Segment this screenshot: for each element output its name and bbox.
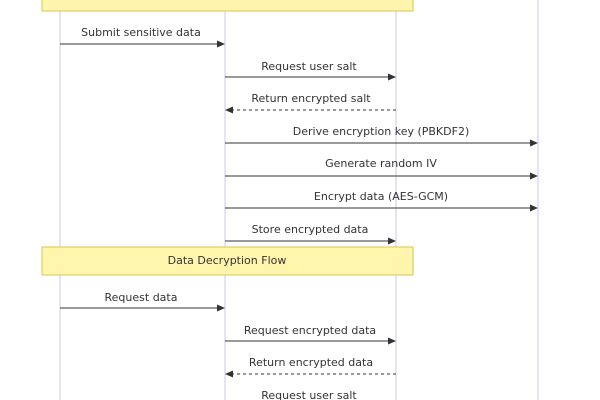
- message-label: Generate random IV: [325, 157, 437, 170]
- message-generate-random-iv: Generate random IV: [225, 157, 538, 180]
- message-derive-encryption-key: Derive encryption key (PBKDF2): [225, 125, 538, 147]
- message-label: Return encrypted salt: [251, 92, 371, 105]
- message-submit-sensitive-data: Submit sensitive data: [60, 26, 225, 48]
- message-label: Derive encryption key (PBKDF2): [293, 125, 469, 138]
- message-label: Encrypt data (AES-GCM): [314, 190, 448, 203]
- message-request-user-salt-2: Request user salt: [261, 389, 357, 400]
- message-store-encrypted-data: Store encrypted data: [225, 223, 396, 245]
- message-label: Submit sensitive data: [81, 26, 201, 39]
- message-return-encrypted-salt: Return encrypted salt: [225, 92, 396, 114]
- note-encryption-flow: [41, 0, 414, 12]
- message-label: Return encrypted data: [249, 356, 373, 369]
- message-label: Request user salt: [261, 389, 357, 400]
- message-label: Request data: [105, 291, 178, 304]
- message-label: Request encrypted data: [244, 324, 376, 337]
- message-return-encrypted-data: Return encrypted data: [225, 356, 396, 378]
- note-decryption-flow-label: Data Decryption Flow: [168, 254, 287, 267]
- message-request-user-salt: Request user salt: [225, 60, 396, 81]
- message-request-encrypted-data: Request encrypted data: [225, 324, 396, 345]
- message-encrypt-data: Encrypt data (AES-GCM): [225, 190, 538, 212]
- note-decryption-flow: Data Decryption Flow: [41, 246, 414, 276]
- message-label: Store encrypted data: [252, 223, 369, 236]
- message-request-data: Request data: [60, 291, 225, 312]
- message-label: Request user salt: [261, 60, 357, 73]
